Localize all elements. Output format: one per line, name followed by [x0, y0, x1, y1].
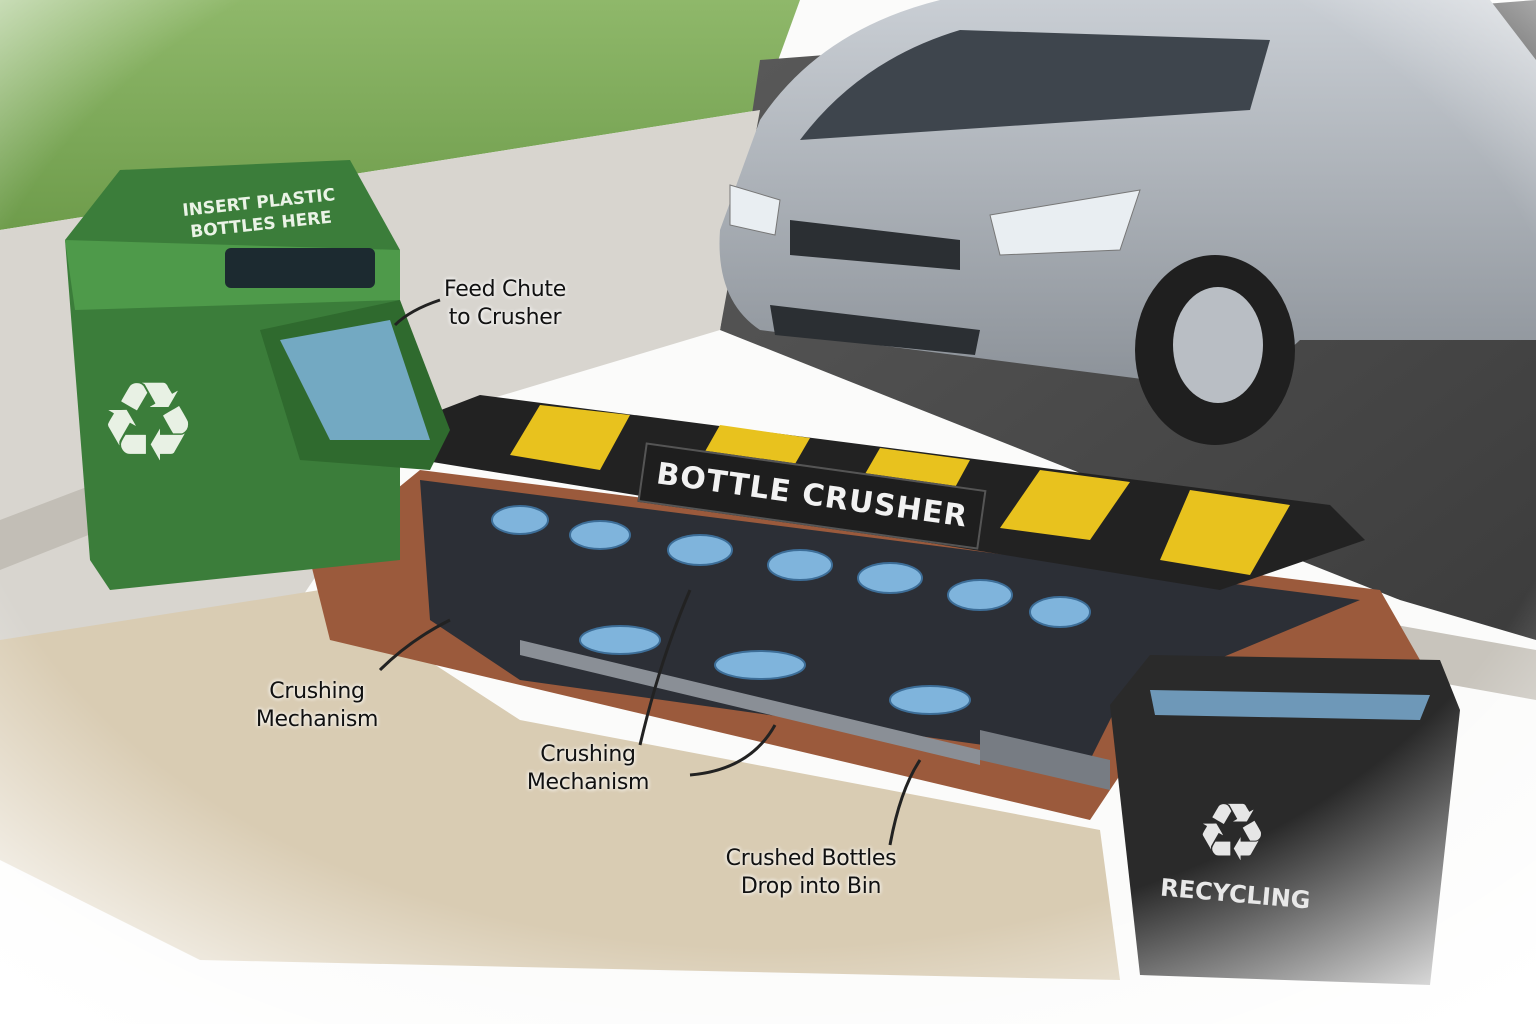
callout-crushed-bottles: Crushed Bottles Drop into Bin [696, 845, 926, 901]
callout-line: Crushed Bottles [725, 846, 897, 871]
callout-line: Drop into Bin [740, 874, 882, 899]
callout-line: to Crusher [448, 305, 562, 330]
callout-line: Crushing [540, 742, 636, 767]
callout-feed-chute: Feed Chute to Crusher [420, 276, 590, 332]
callout-crushing-mechanism-left: Crushing Mechanism [232, 678, 402, 734]
callout-line: Mechanism [526, 770, 650, 795]
callout-line: Feed Chute [444, 277, 566, 302]
callout-line: Crushing [269, 679, 365, 704]
callout-crushing-mechanism-center: Crushing Mechanism [503, 741, 673, 797]
callout-line: Mechanism [255, 707, 379, 732]
